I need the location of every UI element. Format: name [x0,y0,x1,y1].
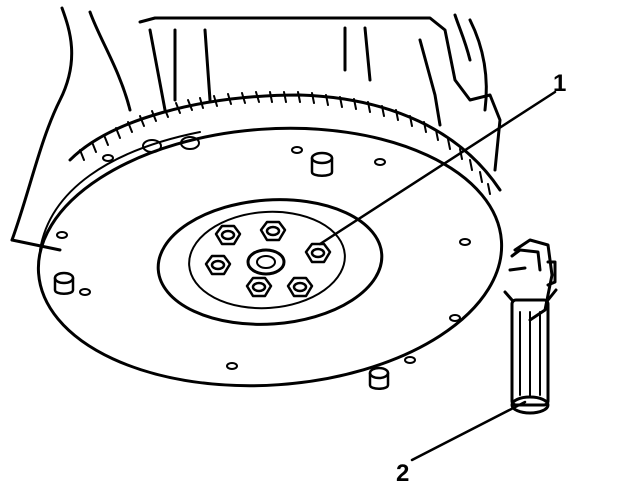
engine-block-outline [10,6,502,252]
flywheel-holes [56,136,471,370]
flywheel-bolt [259,220,287,242]
callout-1-leader [318,90,557,246]
flywheel-bolt [245,276,273,298]
flywheel-rim [36,126,504,388]
center-bore [246,248,286,276]
flywheel-bolts [204,220,332,298]
flywheel-rim-edge [39,131,201,251]
dowel-pin [368,366,390,390]
dowel-pins [53,151,390,390]
flywheel-bolt [204,254,232,276]
flywheel-bolt [304,242,332,264]
callout-2-label: 2 [396,460,410,487]
flywheel-bolt [214,224,242,246]
callout-2-leader [410,400,527,462]
dowel-pin [310,151,334,177]
callout-1-label: 1 [553,70,567,97]
flywheel-holding-tool [503,238,558,415]
hub-ring-inner [188,210,346,310]
center-bore-inner [256,255,276,269]
dowel-pin [53,271,75,295]
hub-ring-outer [156,198,384,326]
flywheel-bolt [286,276,314,298]
ring-gear-teeth [68,91,502,195]
